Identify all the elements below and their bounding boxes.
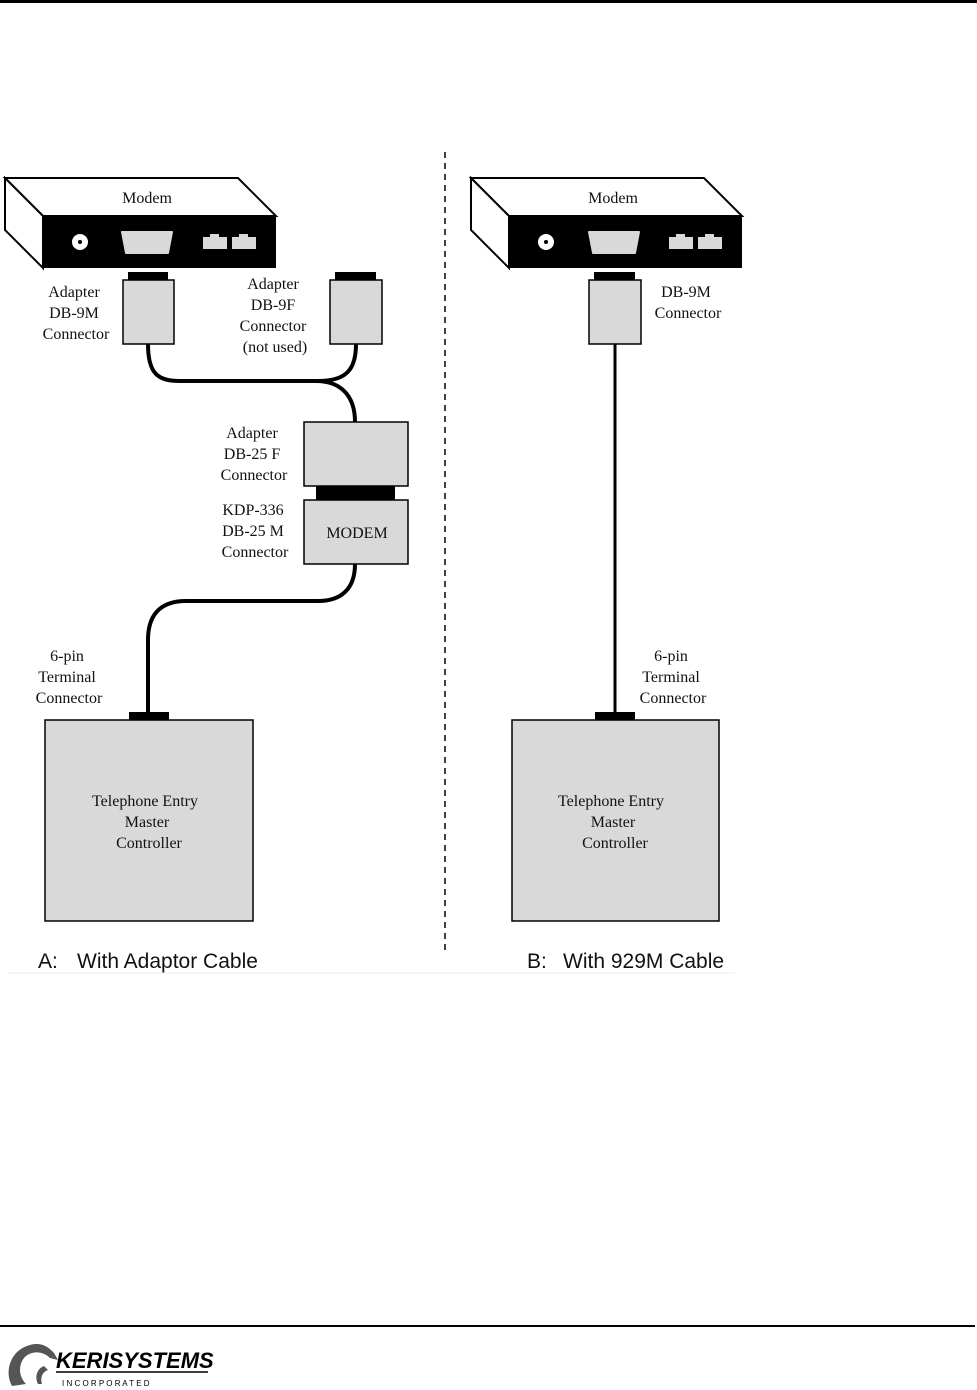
caption-b-letter: B: [527,950,547,973]
db9m-b-plug [594,272,635,280]
kdp-336-modem [303,499,409,565]
footer-rule [0,1325,975,1327]
phone-jack-icon [669,237,693,249]
controller-b [511,719,720,922]
modem-a-label: Modem [122,190,172,207]
db25-joint [316,486,395,500]
phone-jack-icon [203,237,227,249]
keri-systems-logo: KERISYSTEMS I N C O R P O R A T E D [8,1343,214,1388]
logo-wordmark: KERISYSTEMS [56,1348,214,1373]
phone-jack-tab [705,234,714,238]
caption-b-text: With 929M Cable [563,950,724,973]
db9f-a-label: Adapter DB-9F Connector (not used) [240,276,311,356]
db9m-b-label: DB-9M Connector [655,284,722,322]
phone-jack-icon [698,237,722,249]
terminal-a-label: 6-pin Terminal Connector [36,648,103,707]
db9m-b-connector [588,279,642,345]
db9-port-icon [588,231,640,254]
phone-jack-icon [232,237,256,249]
power-jack-dot [78,240,82,244]
panel-a: Modem Adapter DB-9M Connector Adapter DB… [2,175,409,973]
kiwi-bird-icon [8,1343,59,1386]
phone-jack-tab [239,234,248,238]
caption-a-text: With Adaptor Cable [77,950,258,973]
y-cable-right [317,343,358,383]
controller-a [44,719,254,922]
db25f-label: Adapter DB-25 F Connector [221,425,288,484]
kdp-modem-label: MODEM [326,525,387,542]
y-cable-left [146,343,357,423]
db9f-a-connector [329,279,383,345]
db9f-a-plug [335,272,376,280]
db9m-a-plug [128,272,168,280]
panel-b: Modem DB-9M Connector 6-pin Terminal Con… [468,175,745,973]
wiring-diagram: Modem Adapter DB-9M Connector Adapter DB… [2,152,745,974]
db9m-a-connector [122,279,175,345]
phone-jack-tab [210,234,219,238]
terminal-a-plug [129,712,169,720]
logo-incorporated: I N C O R P O R A T E D [62,1379,150,1388]
db9-port-icon [121,231,173,254]
kdp-db25m-label: KDP-336 DB-25 M Connector [222,502,289,561]
db9m-a-label: Adapter DB-9M Connector [43,284,110,343]
modem-b-label: Modem [588,190,638,207]
controller-b-label: Telephone Entry Master Controller [558,793,668,852]
terminal-b-label: 6-pin Terminal Connector [640,648,707,707]
db25f-adapter [303,421,409,487]
kiwi-bird-leg [36,1366,48,1384]
cable-to-controller-a [146,563,357,714]
caption-a-letter: A: [38,950,58,973]
power-jack-dot [544,240,548,244]
top-rule [0,0,977,3]
controller-a-label: Telephone Entry Master Controller [92,793,202,852]
terminal-b-plug [595,712,635,720]
modem-b: Modem [468,175,745,271]
phone-jack-tab [676,234,685,238]
modem-a: Modem [2,175,279,271]
